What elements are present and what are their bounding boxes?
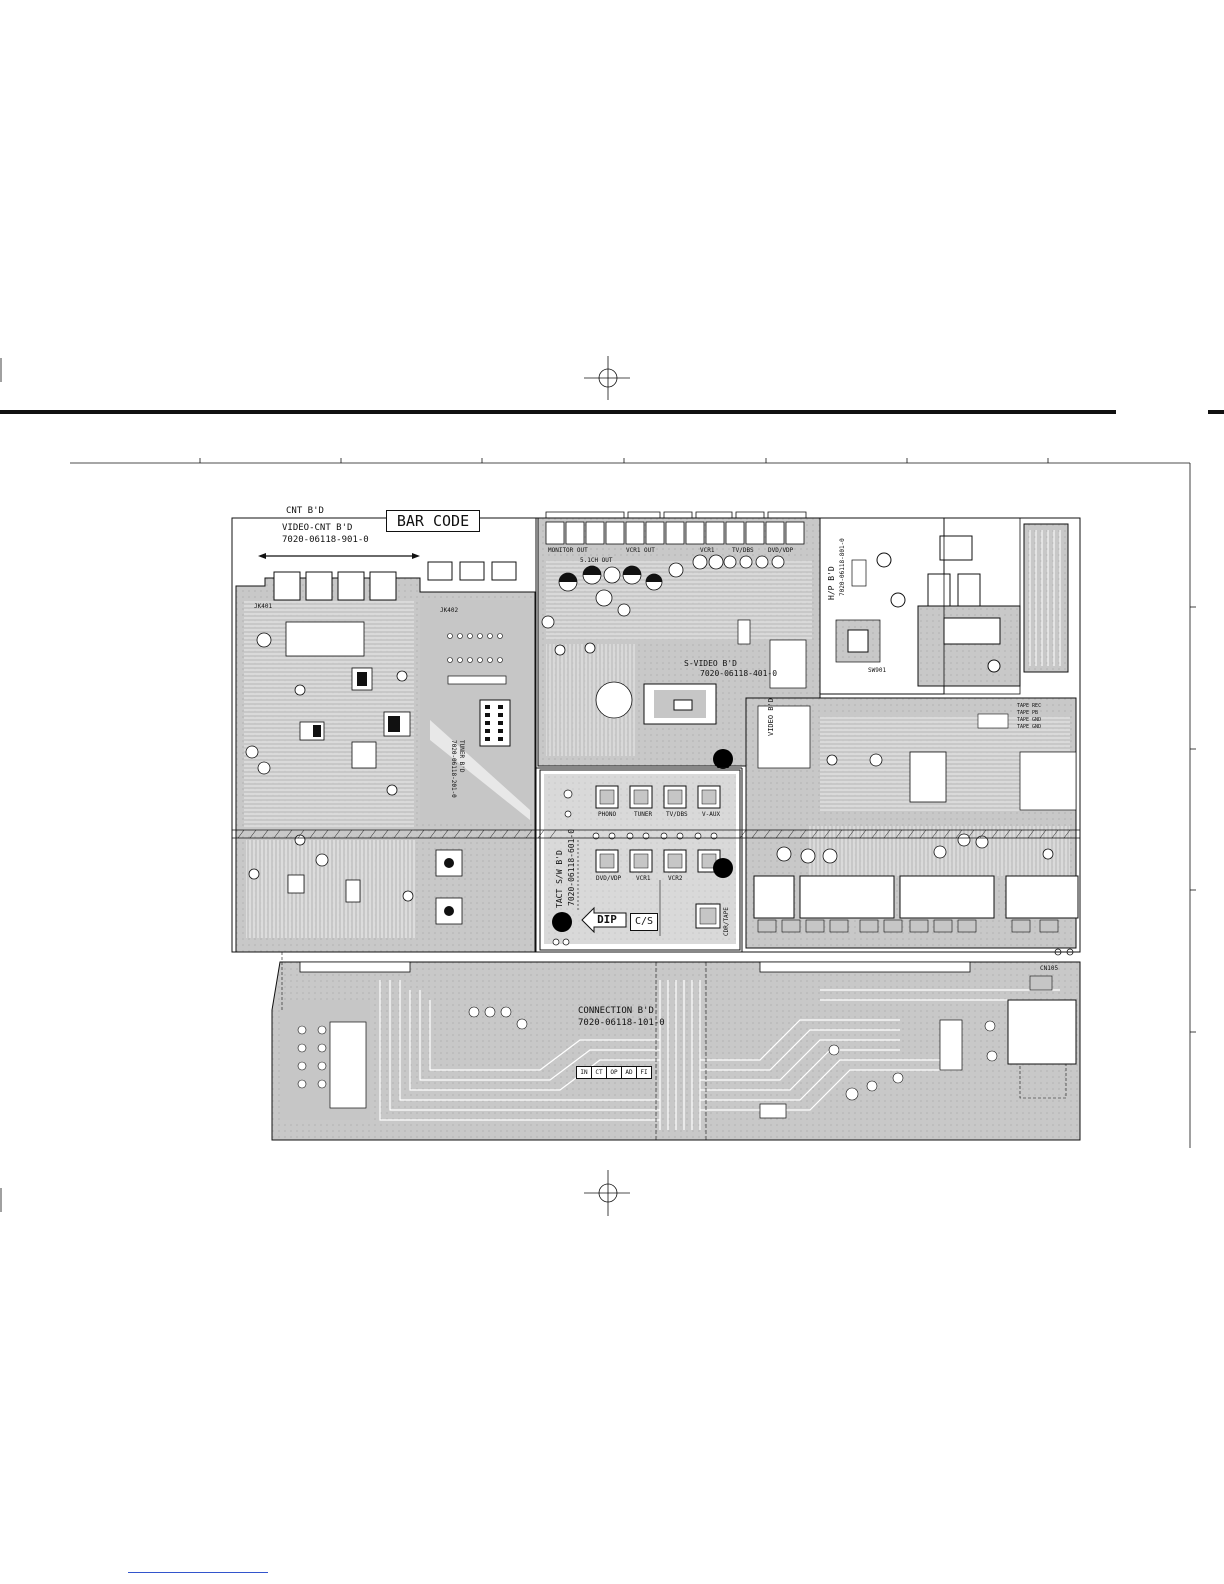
hp-board <box>819 517 1021 695</box>
tuner-button-label: TUNER <box>634 811 653 818</box>
header-rule-stub <box>1208 410 1224 414</box>
tape-row: TAPE GND <box>1017 717 1042 723</box>
header-rule <box>0 410 1116 414</box>
vcr2-button-label: VCR2 <box>668 875 683 882</box>
tact-part-number: 7020-06118-601-0 <box>567 828 576 906</box>
connection-part-number: 7020-06118-101-0 <box>578 1018 665 1028</box>
tape-row: TAPE PB <box>1017 710 1039 716</box>
registration-marks <box>0 356 630 1216</box>
tape-row: TAPE REC <box>1017 703 1042 709</box>
cn105-label: CN105 <box>1040 965 1059 972</box>
revision-cell: OP <box>607 1067 622 1078</box>
tact-switch-board <box>539 769 741 951</box>
video-cnt-part-number: 7020-06118-901-0 <box>282 535 369 545</box>
hp-board-label: H/P B'D <box>827 566 836 600</box>
cdr-tape-button-label: CDR/TAPE <box>723 907 730 936</box>
revision-cell: AD <box>622 1067 637 1078</box>
dvd-vdp-jack-label: DVD/VDP <box>768 547 794 554</box>
cnt-tuner-board <box>235 553 536 953</box>
tuner-part-number: 7020-06118-201-0 <box>450 740 457 798</box>
dvd-vdp-button-label: DVD/VDP <box>596 875 622 882</box>
dip-label: DIP <box>597 913 617 926</box>
vcr1-jack-label: VCR1 <box>700 547 715 554</box>
svideo-board-label: S-VIDEO B'D <box>684 659 737 668</box>
jk402-label: JK402 <box>440 607 459 614</box>
sw901-label: SW901 <box>868 667 887 674</box>
jk401-label: JK401 <box>254 603 273 610</box>
break-line <box>232 829 1080 839</box>
ch51-out-label: 5.1CH OUT <box>580 557 613 564</box>
revision-cell: CT <box>592 1067 607 1078</box>
video-board-label: VIDEO B'D <box>767 698 775 736</box>
connection-board <box>271 952 1081 1141</box>
v-aux-button-label: V-AUX <box>702 811 721 818</box>
phono-button-label: PHONO <box>598 811 617 818</box>
tape-row-list: TAPE REC TAPE PB TAPE GND TAPE GND <box>1017 703 1041 731</box>
ribbon-board <box>1023 523 1069 673</box>
video-cnt-board-label: VIDEO-CNT B'D <box>282 523 353 533</box>
tuner-board-label: TUNER B'D <box>458 740 465 773</box>
revision-cell: FI <box>640 1069 648 1076</box>
vcr1-out-label: VCR1 OUT <box>626 547 655 554</box>
svideo-part-number: 7020-06118-401-0 <box>700 669 778 678</box>
tape-row: TAPE GND <box>1017 724 1042 730</box>
cnt-board-label: CNT B'D <box>286 506 324 516</box>
video-board <box>745 697 1079 956</box>
footer-rule <box>128 1572 268 1573</box>
barcode-box: BAR CODE <box>386 510 480 532</box>
vcr1-button-label: VCR1 <box>636 875 651 882</box>
revision-cell: IN <box>577 1067 592 1078</box>
mounting-holes <box>552 749 733 932</box>
tact-board-label: TACT S/W B'D <box>555 850 564 908</box>
tv-dbs-button-label: TV/DBS <box>666 811 688 818</box>
connection-board-label: CONNECTION B'D <box>578 1006 654 1016</box>
cs-label: C/S <box>630 913 658 931</box>
monitor-out-label: MONITOR OUT <box>548 547 588 554</box>
revision-table: IN CT OP AD FI <box>576 1066 652 1079</box>
frame-ruler <box>70 458 1196 1148</box>
hp-part-number: 7020-06118-801-0 <box>839 538 846 596</box>
tv-dbs-jack-label: TV/DBS <box>732 547 754 554</box>
